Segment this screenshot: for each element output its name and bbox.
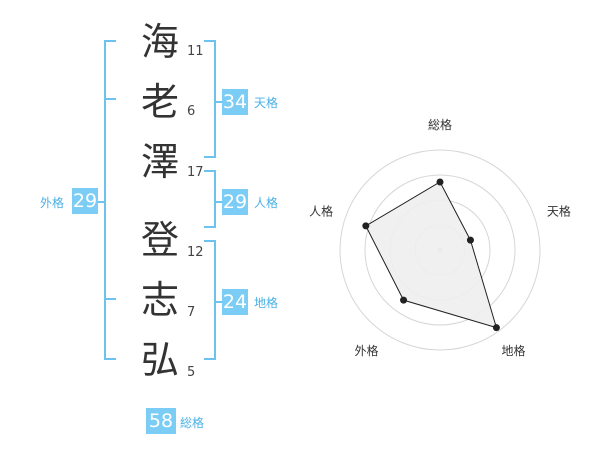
- radar-point-4: [400, 296, 408, 304]
- radar-axis-label-5: 人格: [309, 203, 333, 218]
- radar-ring: [364, 174, 516, 326]
- chikaku-label: 地格: [254, 296, 279, 310]
- radar-area: [365, 181, 498, 329]
- radar-axis-label-2: 天格: [547, 203, 571, 218]
- soukaku-label: 総格: [180, 416, 205, 430]
- radar-axis-label-3: 地格: [501, 343, 525, 358]
- radar-point-5: [362, 222, 370, 230]
- stroke-count-5: 7: [187, 305, 196, 320]
- gaikaku-label: 外格: [40, 196, 65, 210]
- stroke-count-6: 5: [187, 365, 196, 380]
- radar-axis-label-4: 外格: [355, 343, 379, 358]
- radar-point-3: [492, 324, 500, 332]
- radar-point-2: [466, 236, 474, 244]
- radar-ring: [339, 149, 541, 351]
- name-char-6: 弘: [140, 338, 179, 382]
- stroke-count-2: 6: [187, 104, 196, 119]
- stroke-count-1: 11: [187, 44, 204, 59]
- radar-axis-label-1: 総格: [428, 117, 452, 132]
- name-char-2: 老: [140, 80, 179, 124]
- jinkaku-badge: 29: [222, 189, 248, 215]
- jinkaku-label: 人格: [254, 196, 279, 210]
- chikaku-badge: 24: [222, 289, 248, 315]
- radar-point-1: [436, 178, 444, 186]
- name-char-3: 澤: [140, 140, 179, 184]
- name-char-1: 海: [140, 20, 179, 64]
- stroke-count-4: 12: [187, 245, 204, 260]
- tenkaku-label: 天格: [254, 96, 279, 110]
- name-char-5: 志: [140, 278, 179, 322]
- gaikaku-badge: 29: [72, 188, 98, 214]
- stroke-count-3: 17: [187, 165, 204, 180]
- soukaku-badge: 58: [146, 408, 176, 434]
- name-char-4: 登: [140, 218, 179, 262]
- tenkaku-badge: 34: [222, 89, 248, 115]
